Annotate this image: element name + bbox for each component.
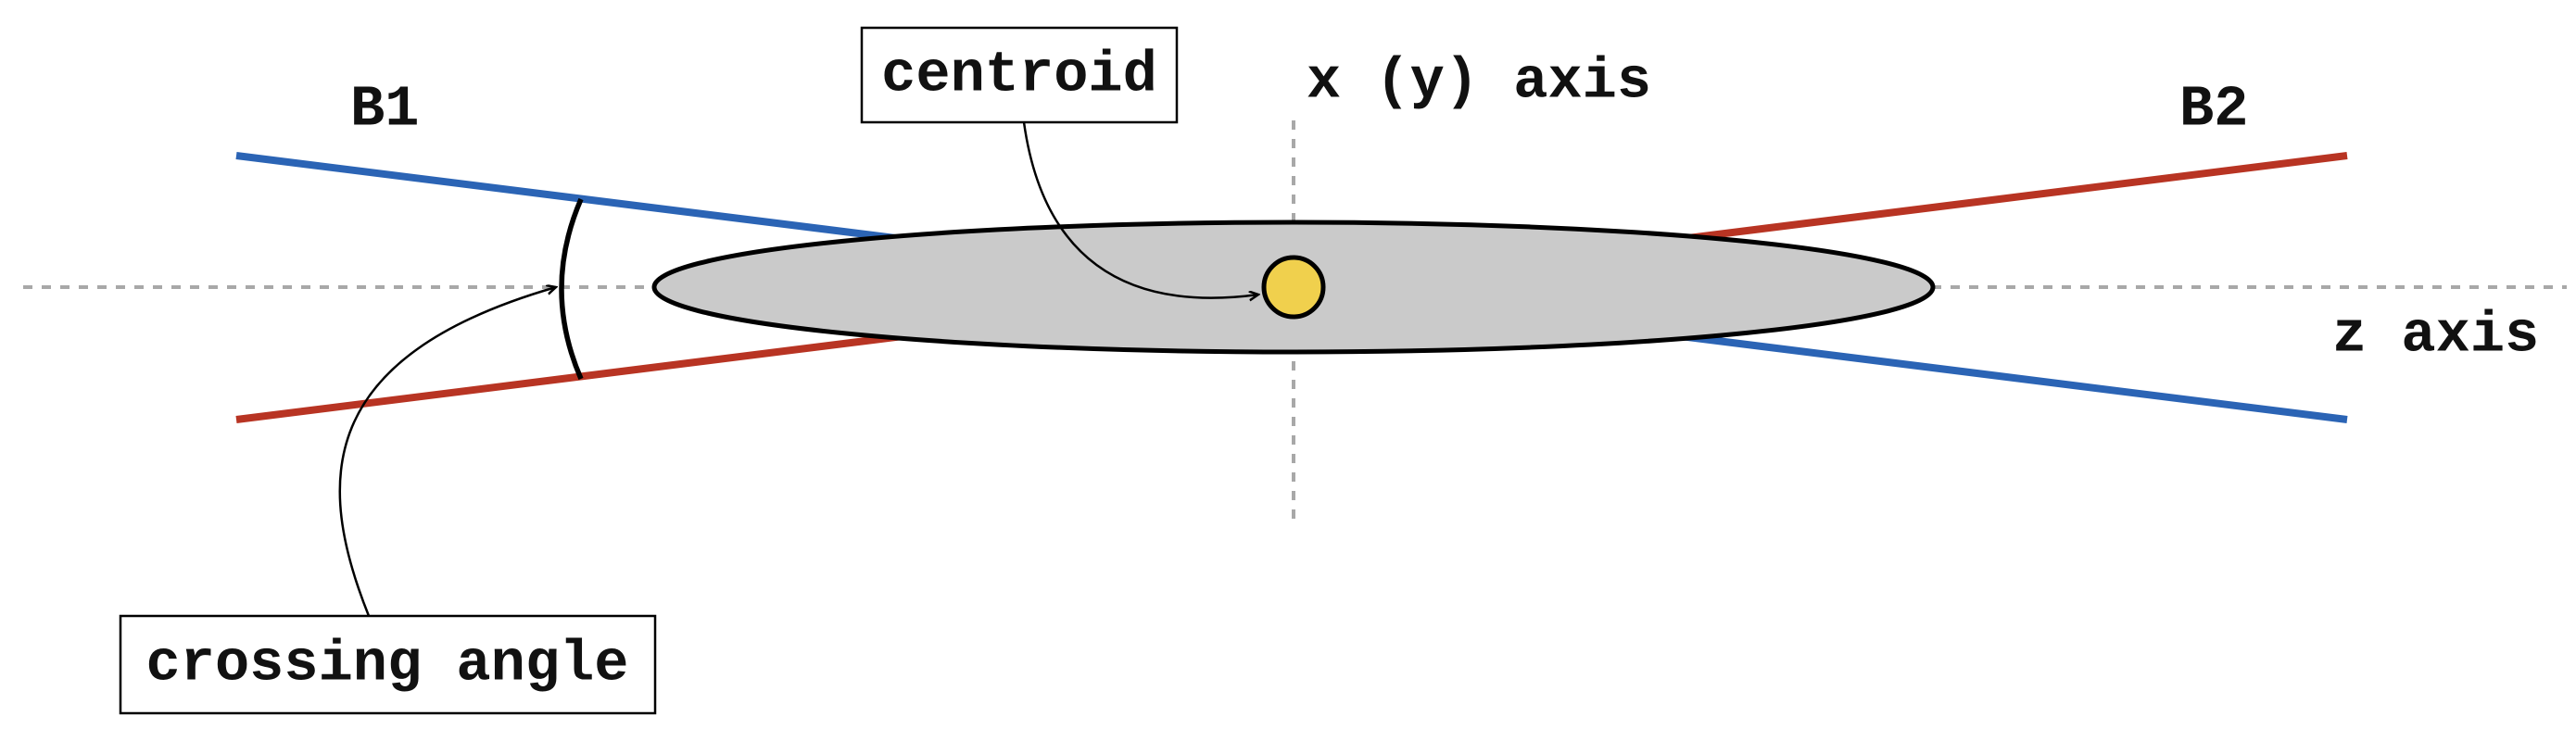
z-axis-label: z axis [2332,303,2539,369]
centroid-pointer-arrow [1022,121,1258,298]
crossing-angle-label-box [119,614,657,715]
centroid-label-box [860,26,1179,124]
xy-axis-label: x (y) axis [1307,49,1651,115]
centroid-label: centroid [881,43,1157,108]
crossing-angle-arc [559,197,584,381]
beam-b1-label: B1 [350,77,419,143]
centroid-marker [1261,255,1326,320]
beam-b2-label: B2 [2179,77,2248,143]
crossing-angle-pointer-arrow [338,287,556,617]
crossing-angle-label: crossing angle [146,632,629,697]
